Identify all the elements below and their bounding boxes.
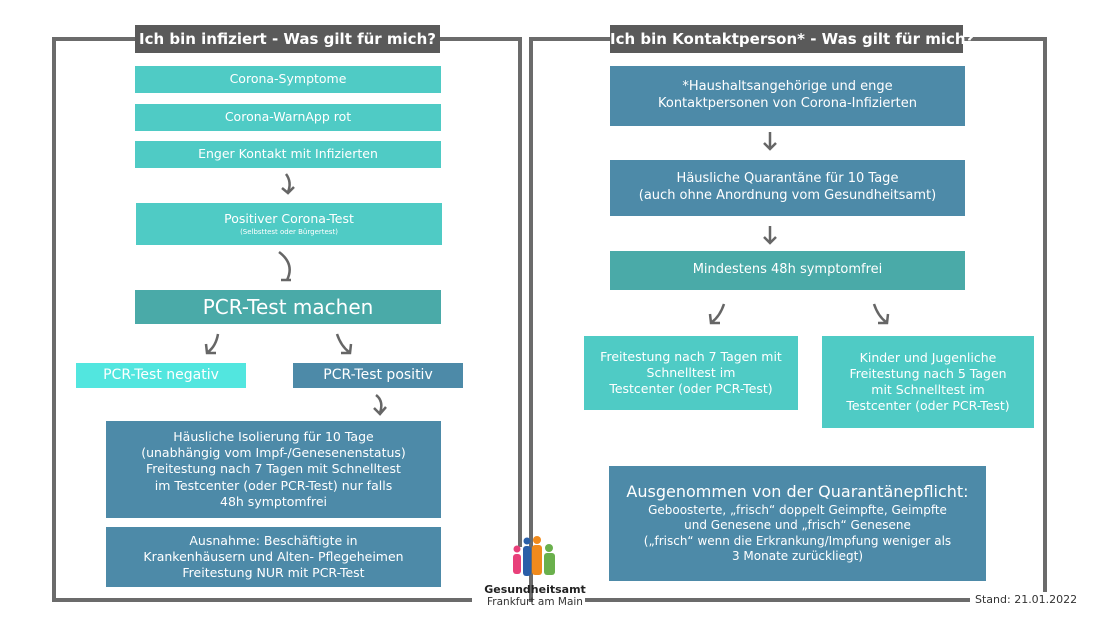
frame-line <box>518 37 522 547</box>
isolation-box: Häusliche Isolierung für 10 Tage(unabhän… <box>106 421 441 518</box>
box-text: Corona-WarnApp rot <box>224 109 352 125</box>
quarantine-box: Häusliche Quarantäne für 10 Tage(auch oh… <box>610 160 965 216</box>
box-title: Ausgenommen von der Quarantänepflicht: <box>626 481 969 501</box>
box-line: Testcenter (oder PCR-Test) <box>846 398 1010 414</box>
box-line: Geboosterte, „frisch“ doppelt Geimpfte, … <box>648 502 947 517</box>
pcr-box: PCR-Test machen <box>135 290 441 324</box>
box-text: Enger Kontakt mit Infizierten <box>198 146 378 162</box>
positive-test-box: Positiver Corona-Test(Selbsttest oder Bü… <box>136 203 442 245</box>
logo-name: Gesundheitsamt <box>484 583 586 596</box>
box-line: Häusliche Isolierung für 10 Tage <box>173 428 374 444</box>
box-line: Testcenter (oder PCR-Test) <box>609 381 773 397</box>
arrow-icon <box>763 226 777 245</box>
box-line: Häusliche Quarantäne für 10 Tage <box>676 171 899 187</box>
trigger-contact: Enger Kontakt mit Infizierten <box>135 141 441 168</box>
box-line: *Haushaltsangehörige und enge <box>682 79 893 95</box>
box-text: Positiver Corona-Test <box>224 211 354 227</box>
box-line: Kontaktpersonen von Corona-Infizierten <box>657 96 918 111</box>
arrow-icon <box>278 251 291 282</box>
pcr-positive-box: PCR-Test positiv <box>293 363 463 388</box>
left-title: Ich bin infiziert - Was gilt für mich? <box>135 25 440 53</box>
box-line: Kinder und Jugenliche <box>859 349 997 365</box>
frame-line <box>52 598 472 602</box>
box-text: Mindestens 48h symptomfrei <box>692 262 883 278</box>
box-line: Freitestung nach 5 Tagen <box>849 365 1007 381</box>
arrow-icon <box>763 132 777 151</box>
box-line: Freitestung nach 7 Tagen mit <box>600 348 782 364</box>
box-text: PCR-Test positiv <box>323 367 433 384</box>
family-logo-icon <box>513 536 555 576</box>
arrow-icon <box>373 394 387 416</box>
right-title: Ich bin Kontaktperson* - Was gilt für mi… <box>610 25 974 53</box>
box-line: und Genesene und „frisch“ Genesene <box>684 518 911 533</box>
box-line: Freitestung nach 7 Tagen mit Schnelltest <box>146 461 401 477</box>
symptom-free-box: Mindestens 48h symptomfrei <box>610 251 965 290</box>
box-line: Krankenhäusern und Alten- Pflegeheimen <box>143 548 404 564</box>
box-text: Corona-Symptome <box>229 71 347 87</box>
box-line: im Testcenter (oder PCR-Test) nur falls <box>154 477 393 493</box>
gesundheitsamt-logo: Gesundheitsamt Frankfurt am Main <box>480 535 590 608</box>
box-line: Freitestung NUR mit PCR-Test <box>182 565 365 581</box>
arrow-icon <box>281 173 295 195</box>
box-line: Schnelltest im <box>646 364 736 380</box>
arrow-icon <box>872 303 890 325</box>
frame-line <box>1043 37 1047 592</box>
arrow-icon <box>708 303 726 325</box>
box-line: („frisch“ wenn die Erkrankung/Impfung we… <box>643 533 952 548</box>
logo-city: Frankfurt am Main <box>487 596 583 608</box>
trigger-symptoms: Corona-Symptome <box>135 66 441 93</box>
arrow-icon <box>335 333 353 355</box>
box-line: Ausnahme: Beschäftigte in <box>189 532 358 548</box>
box-line: (unabhängig vom Impf-/Genesenenstatus) <box>141 445 406 461</box>
stand-date: Stand: 21.01.2022 <box>975 593 1078 606</box>
frame-line <box>529 37 533 602</box>
box-line: (auch ohne Anordnung vom Gesundheitsamt) <box>638 188 937 203</box>
box-line: 48h symptomfrei <box>220 493 327 509</box>
box-note: (Selbsttest oder Bürgertest) <box>240 227 338 236</box>
pcr-negative-box: PCR-Test negativ <box>76 363 246 388</box>
box-text: PCR-Test negativ <box>103 367 219 384</box>
frame-line <box>52 37 56 602</box>
arrow-icon <box>204 333 220 355</box>
box-line: 3 Monate zurückliegt) <box>731 549 864 564</box>
frame-line <box>585 598 970 602</box>
box-text: PCR-Test machen <box>202 295 374 319</box>
trigger-warnapp: Corona-WarnApp rot <box>135 104 441 131</box>
exempt-box: Ausgenommen von der Quarantänepflicht:Ge… <box>609 466 986 581</box>
box-line: mit Schnelltest im <box>871 382 985 397</box>
